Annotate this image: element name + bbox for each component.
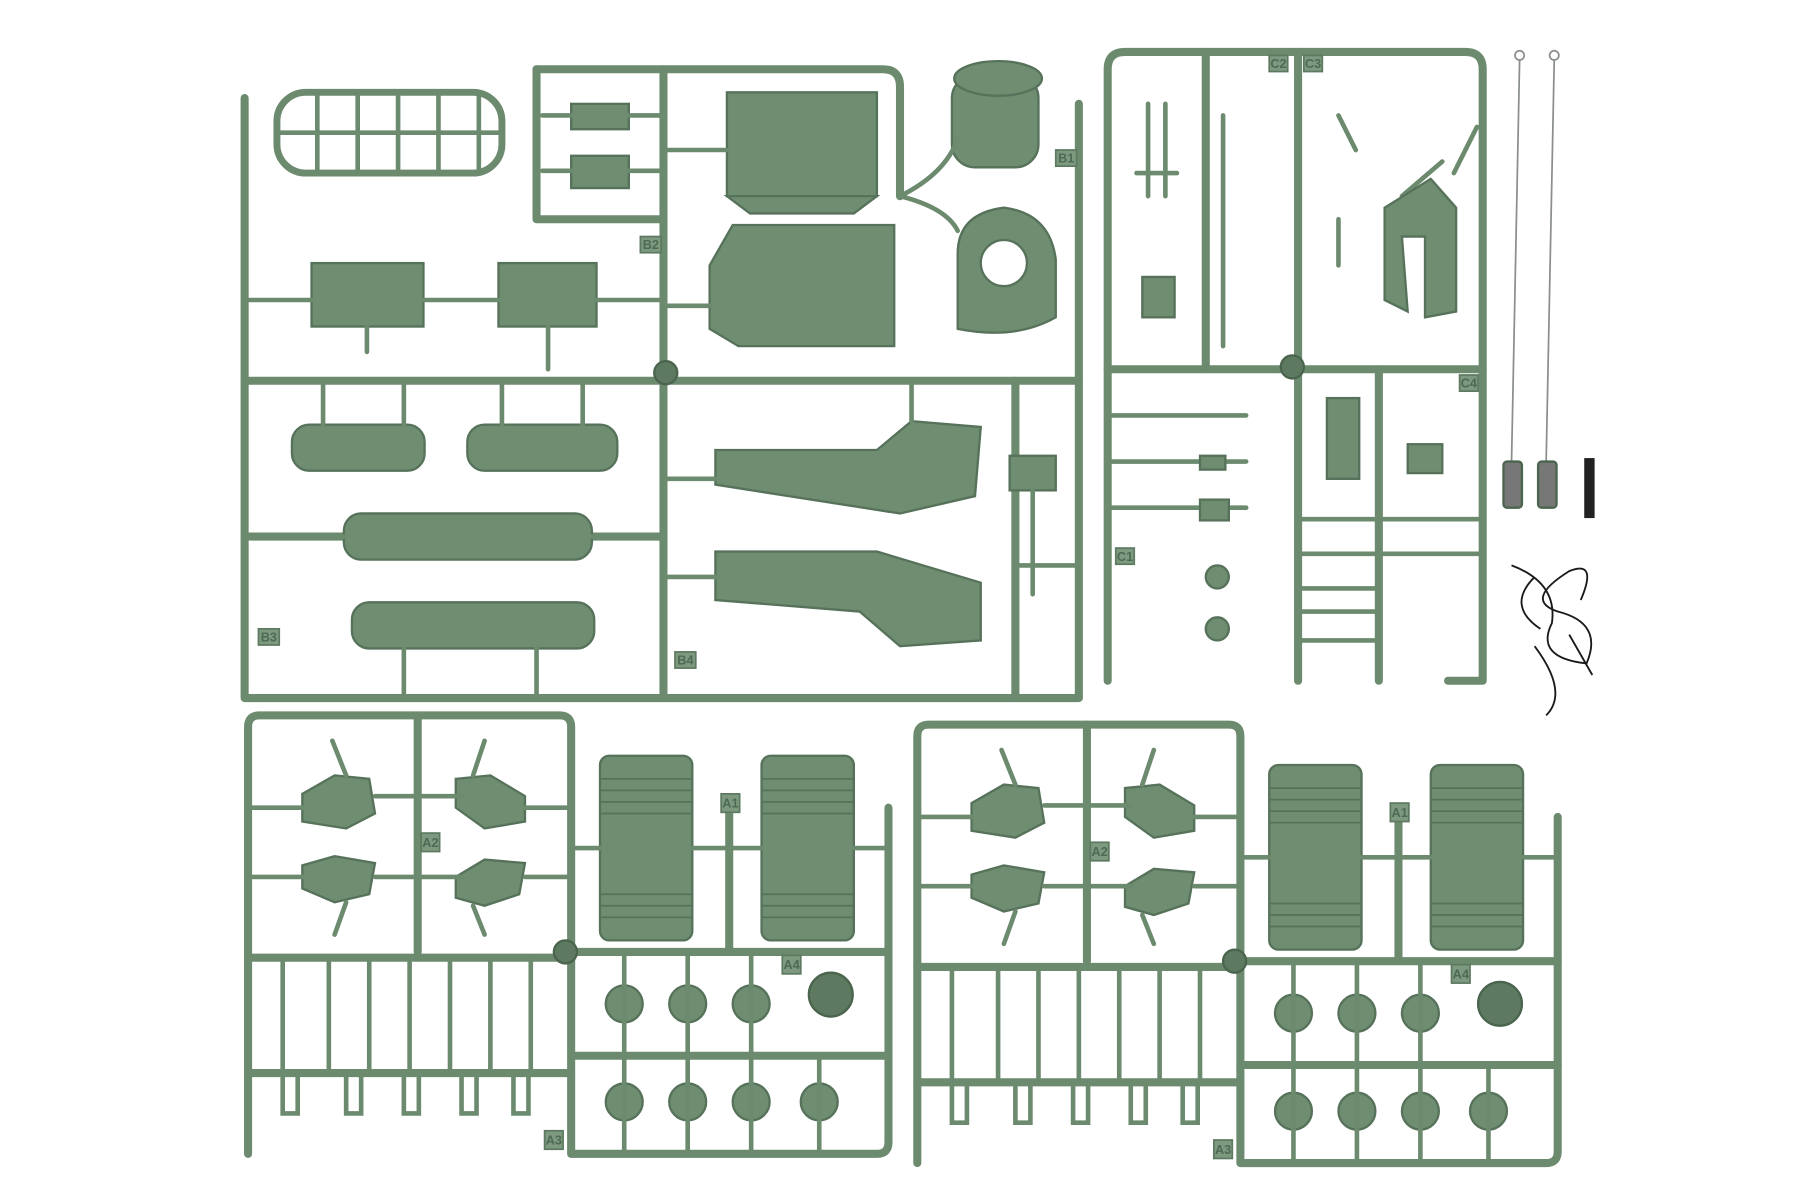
sprue-hub	[653, 360, 679, 386]
sprue-label-c1: C1	[1117, 550, 1133, 564]
sprue-label-a2: A2	[422, 836, 438, 850]
sprue-label-b4: B4	[677, 654, 693, 668]
sprue-label-b3: B3	[261, 631, 277, 645]
cage-part	[273, 88, 506, 177]
sprue-label-a3: A3	[1215, 1143, 1231, 1157]
sprue-label-a4: A4	[783, 958, 799, 972]
sprue-a-right: A1 A2 A3 A4	[913, 720, 1562, 1168]
sprue-label-a1: A1	[722, 797, 738, 811]
sprue-label-a2: A2	[1092, 845, 1108, 859]
hatch-parts	[245, 738, 574, 937]
box-part	[725, 91, 879, 198]
sprue-label-a4: A4	[1453, 967, 1469, 981]
oil-drums	[568, 754, 891, 942]
road-wheels	[604, 949, 854, 1157]
sprue-b: B2 B1 B3 B4	[240, 59, 1083, 703]
black-cord	[1511, 564, 1594, 717]
sprue-label-c4: C4	[1461, 377, 1477, 391]
sprue-label-c2: C2	[1270, 57, 1286, 71]
sprue-label-b2: B2	[643, 238, 659, 252]
sprue-label-a3: A3	[546, 1134, 562, 1148]
sprue-label-c3: C3	[1305, 57, 1321, 71]
sprue-label-b1: B1	[1058, 152, 1074, 166]
sprue-label-a1: A1	[1392, 806, 1408, 820]
accessories	[1502, 49, 1595, 717]
sprue-a-left: A1 A2 A3 A4	[244, 711, 893, 1158]
tow-links	[280, 955, 534, 1116]
sprue-c: C2 C3 C1 C4	[1103, 47, 1487, 685]
